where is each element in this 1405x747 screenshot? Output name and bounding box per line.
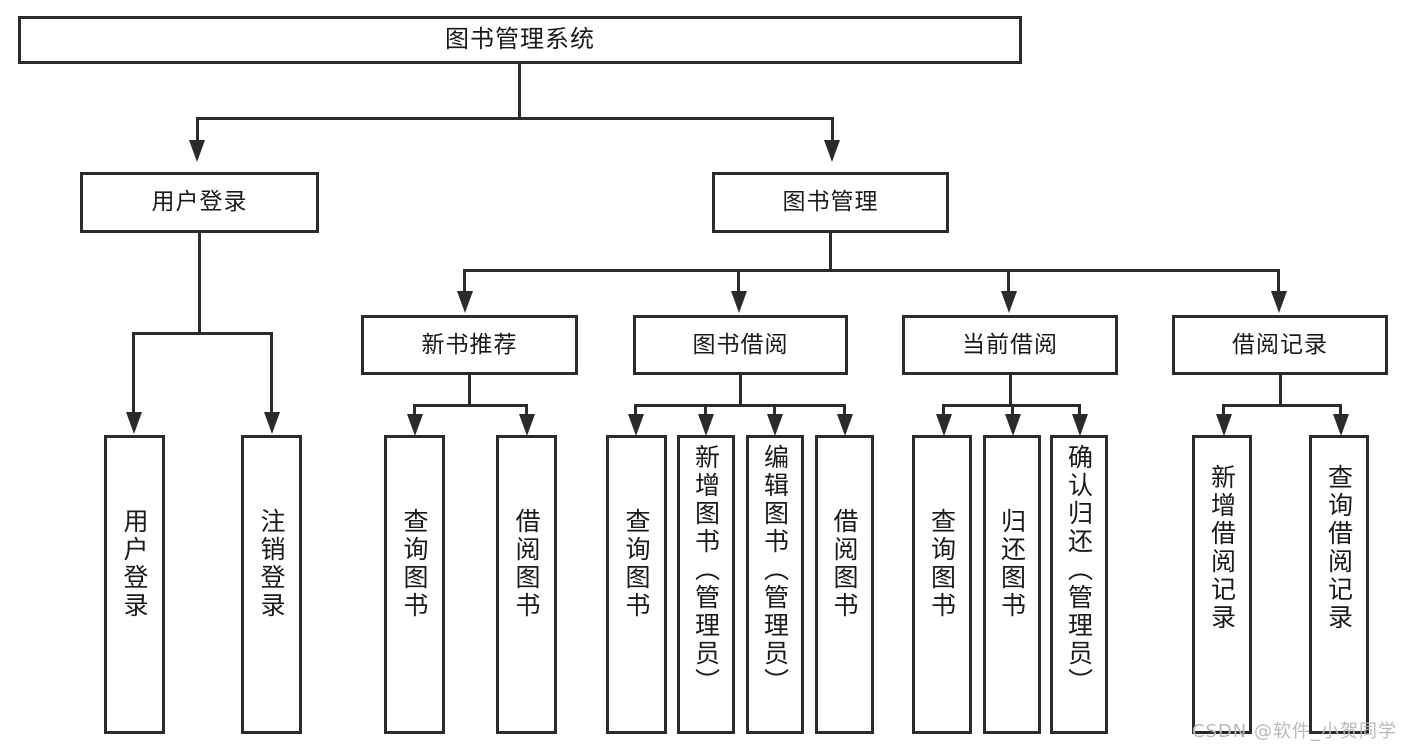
node-root-book-management-system[interactable]: 图书管理系统 [18,16,1022,64]
connector-book-borrow-bus [634,404,846,407]
node-borrow-record[interactable]: 借阅记录 [1172,315,1388,375]
leaf-query-book-current[interactable]: 查询图书 [912,435,972,734]
arrowhead-book-borrow-leaf1 [628,414,644,436]
arrowhead-user-login [189,140,205,162]
arrowhead-current-borrow-leaf3 [1072,414,1088,436]
arrowhead-borrow-record [1271,291,1287,313]
connector-level3-bus [463,269,1280,272]
connector-new-book-leaf1 [413,404,416,416]
connector-book-borrow-stem [739,375,742,407]
leaf-label: 新增图书（管理员） [691,444,721,696]
connector-current-borrow-stem [1009,375,1012,407]
arrowhead-book-borrow-leaf3 [767,414,783,436]
node-book-management[interactable]: 图书管理 [712,172,949,233]
node-label: 当前借阅 [962,331,1058,358]
connector-user-login-stem [198,233,201,334]
leaf-borrow-book-recommend[interactable]: 借阅图书 [496,435,557,734]
arrowhead-current-borrow-leaf1 [936,414,952,436]
connector-borrow-record-stem [1279,375,1282,407]
arrowhead-new-book-leaf1 [407,414,423,436]
leaf-label: 查询借阅记录 [1324,464,1354,632]
connector-borrow-record-leaf2 [1339,404,1342,416]
arrowhead-borrow-record-leaf1 [1216,414,1232,436]
connector-book-management-stem [829,233,832,271]
leaf-query-borrow-record[interactable]: 查询借阅记录 [1309,435,1369,734]
leaf-label: 确认归还（管理员） [1064,444,1094,696]
leaf-label: 借阅图书 [830,508,859,620]
leaf-label: 借阅图书 [512,508,541,620]
arrowhead-current-borrow-leaf2 [1005,414,1021,436]
connector-to-book-management [831,117,834,142]
leaf-add-borrow-record[interactable]: 新增借阅记录 [1192,435,1252,734]
connector-new-book-bus [413,404,528,407]
leaf-logout[interactable]: 注销登录 [241,435,302,734]
connector-book-borrow-leaf2 [704,404,707,416]
csdn-watermark: CSDN @软件_小贺同学 [1191,721,1397,742]
arrowhead-leaf-logout [264,412,280,434]
node-label: 图书管理 [782,189,879,216]
arrowhead-leaf-user-login [126,412,142,434]
leaf-label: 编辑图书（管理员） [760,444,790,696]
leaf-query-book-recommend[interactable]: 查询图书 [384,435,445,734]
node-label: 图书借阅 [692,331,789,358]
leaf-edit-book-admin[interactable]: 编辑图书（管理员） [746,435,804,734]
connector-to-borrow-record [1277,269,1280,293]
arrowhead-book-borrow-leaf4 [837,414,853,436]
leaf-add-book-admin[interactable]: 新增图书（管理员） [677,435,735,734]
connector-book-borrow-leaf3 [773,404,776,416]
leaf-label: 查询图书 [622,508,651,620]
leaf-return-book[interactable]: 归还图书 [983,435,1041,734]
connector-user-login-bus [132,332,273,335]
arrowhead-book-borrow-leaf2 [698,414,714,436]
node-user-login[interactable]: 用户登录 [80,172,319,233]
leaf-label: 用户登录 [120,508,149,620]
connector-book-borrow-leaf1 [634,404,637,416]
connector-current-borrow-leaf2 [1011,404,1014,416]
leaf-confirm-return-admin[interactable]: 确认归还（管理员） [1050,435,1108,734]
arrowhead-new-book-recommend [457,291,473,313]
connector-to-user-login [196,117,199,142]
node-label: 借阅记录 [1232,331,1328,358]
node-new-book-recommend[interactable]: 新书推荐 [361,315,578,375]
node-label: 新书推荐 [421,331,518,358]
connector-borrow-record-leaf1 [1222,404,1225,416]
leaf-label: 注销登录 [257,508,286,620]
leaf-label: 查询图书 [927,508,957,620]
arrowhead-book-borrow [731,291,747,313]
connector-book-borrow-leaf4 [843,404,846,416]
arrowhead-current-borrow [1001,291,1017,313]
leaf-borrow-book[interactable]: 借阅图书 [815,435,874,734]
connector-to-book-borrow [737,269,740,293]
arrowhead-new-book-leaf2 [519,414,535,436]
connector-new-book-leaf2 [525,404,528,416]
arrowhead-borrow-record-leaf2 [1333,414,1349,436]
leaf-query-book-borrow[interactable]: 查询图书 [606,435,667,734]
node-book-borrow[interactable]: 图书借阅 [633,315,848,375]
node-label: 图书管理系统 [445,25,595,54]
connector-current-borrow-leaf3 [1078,404,1081,416]
leaf-label: 归还图书 [997,508,1027,620]
connector-to-current-borrow [1007,269,1010,293]
leaf-label: 查询图书 [400,508,429,620]
leaf-label: 新增借阅记录 [1207,464,1237,632]
connector-to-new-book [463,269,466,293]
connector-root-stem [518,64,521,119]
connector-current-borrow-leaf1 [942,404,945,416]
connector-user-login-leaf2 [270,332,273,414]
leaf-user-login[interactable]: 用户登录 [104,435,165,734]
connector-borrow-record-bus [1222,404,1342,407]
connector-user-login-leaf1 [132,332,135,414]
arrowhead-book-management [824,140,840,162]
connector-new-book-stem [468,375,471,407]
node-current-borrow[interactable]: 当前借阅 [902,315,1118,375]
node-label: 用户登录 [151,189,248,216]
connector-level2-bus [196,117,834,120]
